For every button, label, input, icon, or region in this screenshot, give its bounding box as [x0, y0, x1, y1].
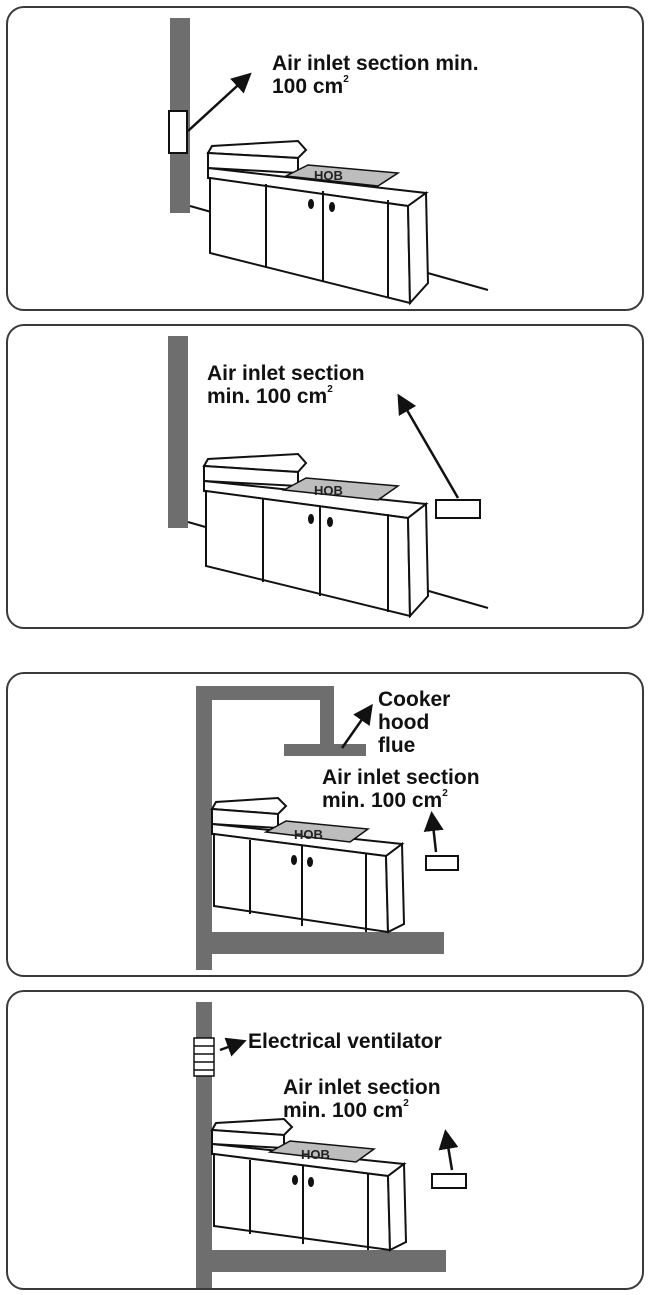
label-line2: 100 cm2 — [272, 74, 349, 99]
label-line1: Air inlet section — [322, 766, 480, 789]
hob-label: HOB — [314, 168, 343, 183]
kitchen-cabinet — [210, 1117, 408, 1252]
wall-and-flue — [196, 686, 444, 970]
air-inlet-arrow — [423, 811, 444, 853]
air-inlet-label: Air inlet section min. 100 cm2 — [207, 362, 365, 408]
electrical-ventilator-label: Electrical ventilator — [248, 1030, 442, 1053]
flue-line2: hood — [378, 711, 430, 734]
hob-label: HOB — [294, 827, 323, 842]
label-line2: min. 100 cm2 — [283, 1098, 409, 1123]
diagram-ventilator: HOB — [193, 1002, 467, 1288]
flue-line3: flue — [378, 734, 416, 757]
pointer-arrow — [397, 393, 460, 499]
air-inlet-vent — [435, 499, 481, 519]
hob-label: HOB — [314, 483, 343, 498]
diagram-floor-vent: HOB — [168, 336, 489, 619]
diagram-wall-vent: HOB — [168, 18, 489, 306]
hob: HOB — [267, 1140, 377, 1163]
air-inlet-vent — [431, 1173, 467, 1189]
air-inlet-vent — [168, 110, 188, 154]
air-inlet-arrow — [438, 1129, 459, 1171]
hob-label: HOB — [301, 1147, 330, 1162]
pointer-arrow — [187, 72, 252, 132]
panel-wall-vent: HOB Air inlet section min. 100 cm2 — [6, 6, 644, 311]
air-inlet-label: Air inlet section min. 100 cm2 — [322, 766, 480, 812]
panel-floor-vent: HOB Air inlet section min. 100 cm2 — [6, 324, 644, 629]
panel-cooker-hood: HOB Cooker hood flue Air inlet section m… — [6, 672, 644, 977]
diagram-cooker-hood: HOB — [196, 686, 459, 970]
panel-ventilator: HOB Electrical ventilator Air inlet sect… — [6, 990, 644, 1290]
electrical-ventilator — [193, 1037, 215, 1077]
air-inlet-vent — [425, 855, 459, 871]
kitchen-cabinet — [210, 796, 406, 934]
hob: HOB — [263, 820, 371, 843]
air-inlet-label: Air inlet section min. 100 cm2 — [283, 1076, 441, 1122]
flue-line1: Cooker — [378, 688, 451, 711]
label-line1: Air inlet section — [283, 1076, 441, 1099]
cooker-hood-flue-label: Cooker hood flue — [378, 688, 450, 757]
vent-label: Electrical ventilator — [248, 1030, 442, 1053]
hob: HOB — [283, 164, 401, 187]
air-inlet-label: Air inlet section min. 100 cm2 — [272, 52, 479, 98]
flue-arrow — [340, 703, 373, 749]
label-line1: Air inlet section min. — [272, 52, 479, 75]
wall — [168, 336, 188, 528]
label-line2: min. 100 cm2 — [322, 788, 448, 813]
ventilator-arrow — [219, 1037, 247, 1057]
label-line2: min. 100 cm2 — [207, 384, 333, 409]
label-line1: Air inlet section — [207, 362, 365, 385]
hob: HOB — [281, 477, 401, 501]
kitchen-cabinet — [206, 139, 430, 306]
